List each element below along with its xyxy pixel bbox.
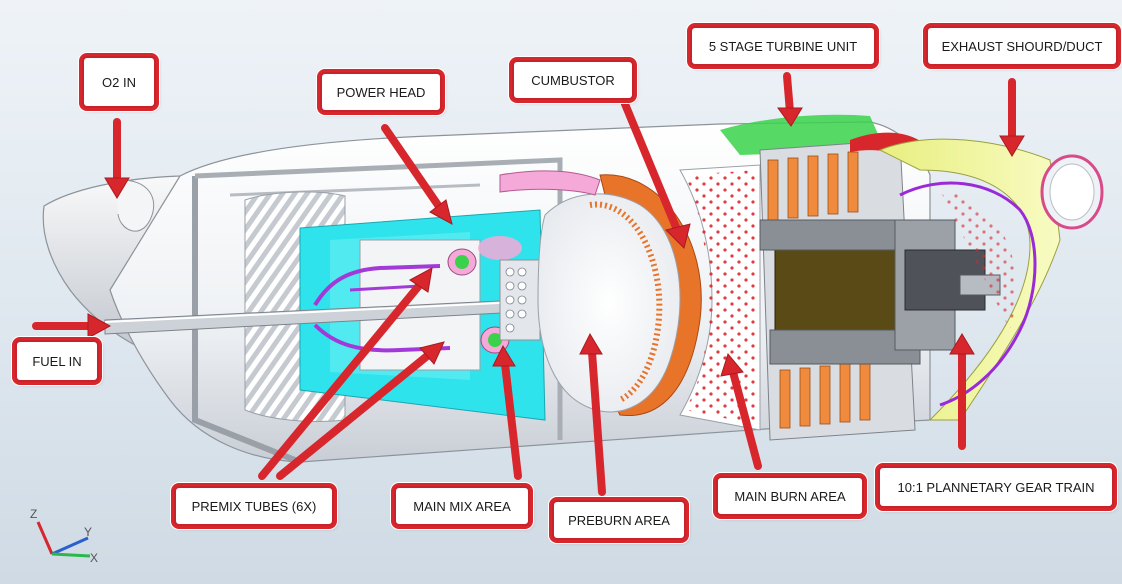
label-power-head: POWER HEAD bbox=[320, 72, 442, 112]
label-fuel-in: FUEL IN bbox=[15, 340, 99, 382]
arrow-premix-2 bbox=[276, 348, 436, 480]
axis-y-label: Y bbox=[84, 525, 92, 539]
label-gear-train: 10:1 PLANNETARY GEAR TRAIN bbox=[878, 466, 1114, 508]
arrow-main-mix bbox=[501, 360, 522, 480]
label-o2-in: O2 IN bbox=[82, 56, 156, 108]
label-main-burn: MAIN BURN AREA bbox=[716, 476, 864, 516]
arrow-main-burn bbox=[729, 368, 762, 470]
axis-z-label: Z bbox=[30, 507, 37, 521]
axis-triad: Z Y X bbox=[30, 507, 98, 565]
arrow-preburn bbox=[588, 348, 606, 496]
label-exhaust: EXHAUST SHOURD/DUCT bbox=[926, 26, 1118, 66]
callout-arrows bbox=[32, 72, 1025, 496]
label-cumbustor: CUMBUSTOR bbox=[512, 60, 634, 100]
label-turbine-unit: 5 STAGE TURBINE UNIT bbox=[690, 26, 876, 66]
gear-train bbox=[894, 219, 1001, 351]
label-premix-tubes: PREMIX TUBES (6X) bbox=[174, 486, 334, 526]
arrow-cumbustor bbox=[621, 100, 682, 236]
main-burn-chamber bbox=[679, 164, 761, 431]
label-main-mix: MAIN MIX AREA bbox=[394, 486, 530, 526]
arrow-premix-1 bbox=[258, 278, 426, 480]
arrow-power-head bbox=[381, 124, 444, 212]
axis-x-label: X bbox=[90, 551, 98, 565]
arrow-turbine bbox=[783, 72, 794, 116]
label-preburn: PREBURN AREA bbox=[552, 500, 686, 540]
